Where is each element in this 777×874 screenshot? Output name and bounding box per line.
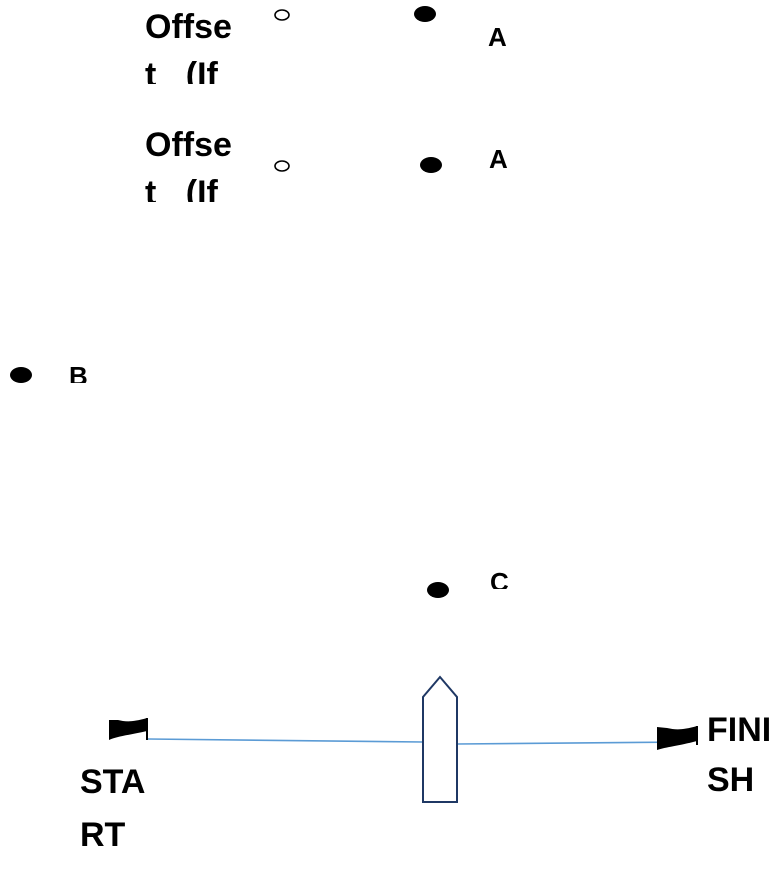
start-flag-icon (109, 718, 148, 740)
finish-label-line1: FINI (707, 713, 772, 747)
offset-label-lower-line2: t (If (145, 176, 218, 202)
start-finish-line-left (147, 738, 424, 743)
mark-b (10, 367, 32, 383)
offset-mark-upper (274, 9, 290, 21)
start-label-line1: STA (80, 765, 146, 799)
finish-label-line2: SH (707, 763, 755, 797)
start-label-line2: RT (80, 818, 126, 852)
mark-a-lower-label: A (489, 146, 508, 172)
finish-flag-icon (657, 726, 698, 750)
mark-c (427, 582, 449, 598)
mark-a-upper-label: A (488, 24, 507, 50)
boat-icon (422, 675, 458, 803)
mark-a-upper (414, 6, 436, 22)
offset-label-upper-line2: t (If (145, 58, 218, 84)
mark-b-label: B (69, 363, 88, 383)
start-finish-line-right (456, 741, 691, 745)
mark-a-lower (420, 157, 442, 173)
mark-c-label: C (490, 569, 509, 589)
offset-mark-lower (274, 160, 290, 172)
offset-label-lower-line1: Offse (145, 128, 232, 162)
offset-label-upper-line1: Offse (145, 10, 232, 44)
